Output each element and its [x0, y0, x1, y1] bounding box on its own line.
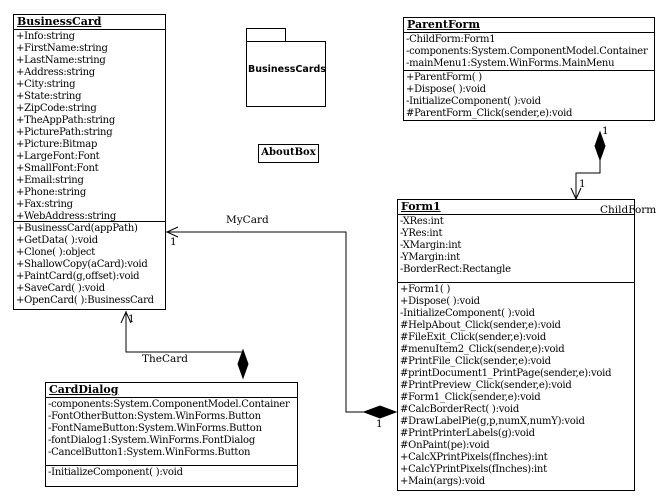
- class-aboutbox[interactable]: AboutBox: [258, 144, 319, 163]
- attribute: +Email:string: [16, 175, 84, 186]
- attribute: +Picture:Bitmap: [16, 139, 98, 150]
- attribute: -YRes:int: [400, 228, 443, 239]
- attribute: +LastName:string: [16, 55, 106, 66]
- operation: #HelpAbout_Click(sender,e):void: [400, 320, 561, 331]
- attributes-section: -ChildForm:Form1 -components:System.Comp…: [404, 33, 654, 71]
- attribute: +Fax:string: [16, 199, 73, 210]
- operation: +OpenCard( ):BusinessCard: [16, 295, 154, 306]
- operation: #DrawLabelPie(g,p,numX,numY):void: [400, 416, 585, 427]
- operation: +Dispose( ):void: [406, 84, 486, 95]
- attribute: -components:System.ComponentModel.Contai…: [48, 399, 290, 410]
- attributes-section: -components:System.ComponentModel.Contai…: [46, 398, 297, 466]
- operations-section: -InitializeComponent( ):void: [46, 466, 297, 481]
- multiplicity-businesscard-mycard: 1: [170, 236, 177, 248]
- attributes-section: -XRes:int -YRes:int -XMargin:int -YMargi…: [398, 215, 634, 283]
- class-name: AboutBox: [261, 147, 316, 158]
- arrowhead-businesscard-mycard: [165, 226, 179, 238]
- operation: -InitializeComponent( ):void: [406, 96, 541, 107]
- package-tab: [246, 28, 286, 42]
- operations-section: +ParentForm( ) +Dispose( ):void -Initial…: [404, 71, 654, 122]
- operation: +ParentForm( ): [406, 72, 482, 83]
- attribute: +Phone:string: [16, 187, 87, 198]
- role-childform: ChildForm: [600, 204, 657, 216]
- multiplicity-businesscard-thecard: 1: [128, 313, 135, 325]
- class-name: ParentForm: [404, 18, 654, 33]
- composition-diamond-carddialog: [237, 348, 249, 380]
- operation: +Main(args):void: [400, 476, 485, 487]
- attribute: -BorderRect:Rectangle: [400, 264, 511, 275]
- attribute: +LargeFont:Font: [16, 151, 100, 162]
- operation: #Form1_Click(sender,e):void: [400, 392, 541, 403]
- class-parentform[interactable]: ParentForm -ChildForm:Form1 -components:…: [403, 17, 655, 121]
- multiplicity-parentform: 1: [602, 125, 609, 137]
- attribute: -YMargin:int: [400, 252, 460, 263]
- multiplicity-form1-target: 1: [579, 178, 586, 190]
- operation: +CalcYPrintPixels(fInches):int: [400, 464, 547, 475]
- operation: +SaveCard( ):void: [16, 283, 105, 294]
- operation: -InitializeComponent( ):void: [400, 308, 535, 319]
- operation: -InitializeComponent( ):void: [48, 467, 183, 478]
- class-name: BusinessCard: [14, 15, 165, 30]
- attribute: +TheAppPath:string: [16, 115, 115, 126]
- attribute: -ChildForm:Form1: [406, 34, 496, 45]
- role-mycard: MyCard: [226, 214, 269, 226]
- class-name: CardDialog: [46, 383, 297, 398]
- class-form1[interactable]: Form1 -XRes:int -YRes:int -XMargin:int -…: [397, 199, 635, 491]
- attribute: +City:string: [16, 79, 76, 90]
- operation: +Clone( ):object: [16, 247, 96, 258]
- operation: #CalcBorderRect( ):void: [400, 404, 519, 415]
- attributes-section: +Info:string +FirstName:string +LastName…: [14, 30, 165, 222]
- attribute: -FontOtherButton:System.WinForms.Button: [48, 411, 261, 422]
- operation: #printDocument1_PrintPage(sender,e):void: [400, 368, 612, 379]
- attribute: -components:System.ComponentModel.Contai…: [406, 46, 648, 57]
- role-thecard: TheCard: [142, 353, 189, 365]
- attribute: -CancelButton1:System.WinForms.Button: [48, 447, 251, 458]
- operation: +CalcXPrintPixels(fInches):int: [400, 452, 548, 463]
- attribute: +State:string: [16, 91, 82, 102]
- operation: +Form1( ): [400, 284, 451, 295]
- operation: #PrintFile_Click(sender,e):void: [400, 356, 551, 367]
- operations-section: +BusinessCard(appPath) +GetData( ):void …: [14, 222, 165, 309]
- operation: #PrintPreview_Click(sender,e):void: [400, 380, 572, 391]
- class-name: Form1: [398, 200, 634, 215]
- attribute: -XRes:int: [400, 216, 444, 227]
- attribute: -XMargin:int: [400, 240, 462, 251]
- operation: +Dispose( ):void: [400, 296, 480, 307]
- attribute: +FirstName:string: [16, 43, 108, 54]
- package-name: BusinessCards: [248, 64, 326, 75]
- attribute: +PicturePath:string: [16, 127, 113, 138]
- operation: +GetData( ):void: [16, 235, 98, 246]
- package-businesscards[interactable]: BusinessCards: [246, 41, 326, 107]
- attribute: +SmallFont:Font: [16, 163, 99, 174]
- class-carddialog[interactable]: CardDialog -components:System.ComponentM…: [45, 382, 298, 487]
- attribute: -mainMenu1:System.WinForms.MainMenu: [406, 58, 615, 69]
- attribute: +WebAddress:string: [16, 211, 116, 222]
- operation: +ShallowCopy(aCard):void: [16, 259, 148, 270]
- attribute: -fontDialog1:System.WinForms.FontDialog: [48, 435, 255, 446]
- operation: +BusinessCard(appPath): [16, 223, 138, 234]
- attribute: +Info:string: [16, 31, 75, 42]
- operation: #ParentForm_Click(sender,e):void: [406, 108, 573, 119]
- multiplicity-form1-source: 1: [376, 418, 383, 430]
- class-businesscard[interactable]: BusinessCard +Info:string +FirstName:str…: [13, 14, 166, 310]
- attribute: -FontNameButton:System.WinForms.Button: [48, 423, 262, 434]
- operation: #FileExit_Click(sender,e):void: [400, 332, 547, 343]
- attribute: +ZipCode:string: [16, 103, 97, 114]
- operation: #PrintPrinterLabels(g):void: [400, 428, 535, 439]
- attribute: +Address:string: [16, 67, 95, 78]
- arrowhead-businesscard-thecard: [120, 310, 132, 324]
- operations-section: +Form1( ) +Dispose( ):void -InitializeCo…: [398, 283, 634, 490]
- operation: #menuItem2_Click(sender,e):void: [400, 344, 565, 355]
- association-carddialog-businesscard: [125, 311, 244, 353]
- operation: +PaintCard(g,offset):void: [16, 271, 140, 282]
- operation: #OnPaint(pe):void: [400, 440, 490, 451]
- composition-diamond-form1: [362, 405, 398, 419]
- association-parentform-form1: [575, 160, 601, 200]
- association-form1-businesscard: [166, 231, 364, 413]
